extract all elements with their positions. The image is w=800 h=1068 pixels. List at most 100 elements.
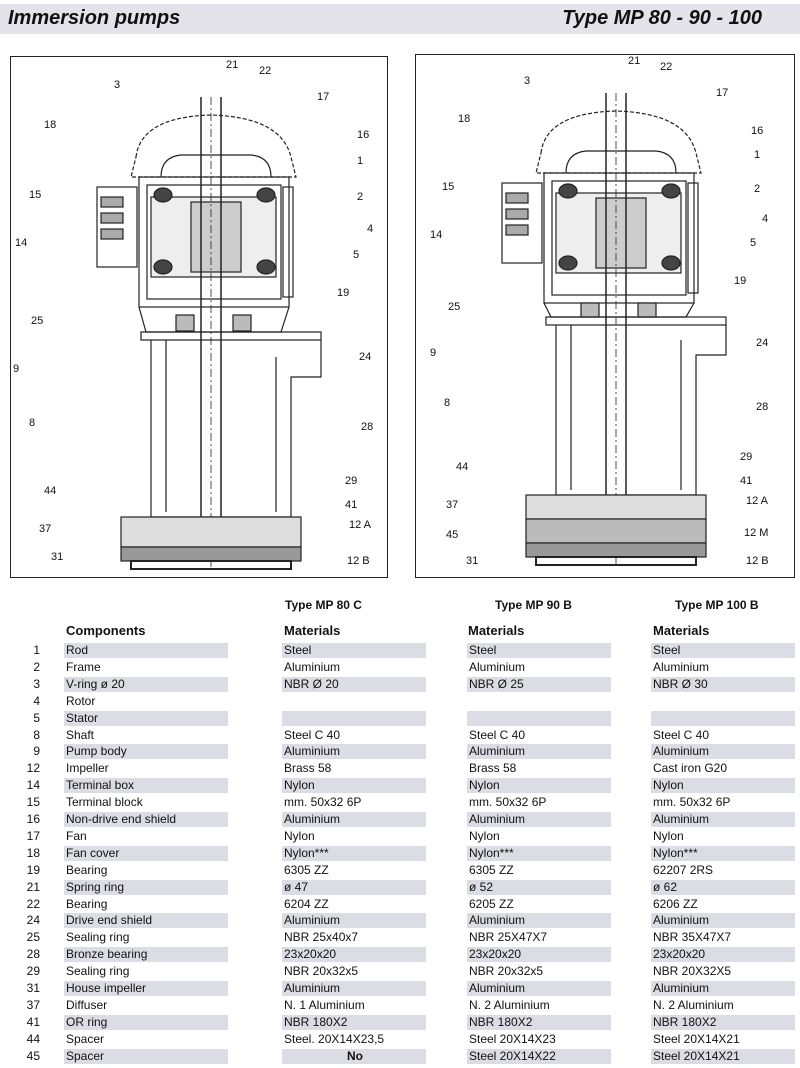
material-mp100: Steel 20X14X21	[651, 1048, 795, 1064]
callout-21: 21	[628, 55, 641, 67]
material-mp80: 6204 ZZ	[284, 896, 329, 911]
component-name: Pump body	[64, 744, 228, 760]
material-mp80: Aluminium	[282, 913, 426, 929]
callout-16: 16	[357, 129, 370, 141]
material-mp100: Steel 20X14X21	[653, 1031, 740, 1046]
callout-14: 14	[430, 229, 443, 241]
page-header: Immersion pumps Type MP 80 - 90 - 100	[0, 4, 800, 34]
drawing-mp90-100: 3 21 22 17 18 16 1 15 2 14 4 5 19 25 24 …	[415, 54, 795, 578]
component-number: 9	[33, 744, 40, 759]
callout-29: 29	[740, 451, 753, 463]
material-mp100: Aluminium	[651, 913, 795, 929]
material-mp100: 23x20x20	[651, 947, 795, 963]
component-name: Fan	[66, 828, 87, 843]
callout-12b: 12 B	[746, 555, 769, 567]
callout-22: 22	[660, 61, 673, 73]
material-mp90: Aluminium	[467, 913, 611, 929]
material-mp100: Cast iron G20	[653, 761, 728, 776]
callout-22: 22	[259, 65, 272, 77]
material-mp100: Aluminium	[651, 812, 795, 827]
material-mp80: Nylon	[284, 828, 315, 843]
callout-4: 4	[762, 213, 769, 225]
component-name: Rotor	[66, 693, 96, 708]
callout-9: 9	[430, 347, 437, 359]
component-number: 21	[26, 879, 40, 894]
material-mp100	[651, 710, 795, 726]
material-mp100: Nylon	[653, 828, 684, 843]
component-number: 37	[26, 997, 40, 1012]
callout-37: 37	[446, 499, 459, 511]
callout-45: 45	[446, 529, 459, 541]
material-mp90: Steel 20X14X22	[467, 1048, 611, 1064]
component-name: Impeller	[66, 761, 109, 776]
material-mp100: Aluminium	[651, 981, 795, 996]
callout-3: 3	[114, 79, 121, 91]
component-name: Rod	[64, 643, 228, 658]
callout-29: 29	[345, 475, 358, 487]
material-mp90: Aluminium	[469, 659, 526, 674]
component-name: Frame	[66, 659, 101, 674]
material-mp90: Steel 20X14X23	[469, 1031, 556, 1046]
material-mp90: ø 52	[467, 879, 611, 895]
callout-8: 8	[444, 397, 451, 409]
callout-1: 1	[754, 149, 761, 161]
material-mp90: N. 2 Aluminium	[469, 997, 550, 1012]
callout-9: 9	[13, 363, 20, 375]
material-mp90: NBR Ø 25	[467, 676, 611, 692]
component-name: Terminal block	[66, 795, 143, 810]
callout-24: 24	[756, 337, 769, 349]
component-name: Sealing ring	[66, 964, 130, 979]
component-name: Fan cover	[64, 845, 228, 861]
component-number: 5	[33, 710, 40, 725]
component-number: 18	[26, 845, 40, 860]
material-mp80: mm. 50x32 6P	[284, 795, 362, 810]
component-name: Spring ring	[64, 879, 228, 895]
material-mp80: NBR 25x40x7	[284, 930, 359, 945]
component-number: 45	[26, 1048, 40, 1063]
material-mp90: 6305 ZZ	[469, 862, 514, 877]
callout-28: 28	[756, 401, 769, 413]
component-number: 41	[26, 1014, 40, 1029]
callout-15: 15	[29, 189, 42, 201]
material-mp90: NBR 25X47X7	[469, 930, 548, 945]
type-label: Type MP 80 - 90 - 100	[562, 7, 762, 29]
callout-2: 2	[357, 191, 364, 203]
materials-header-mp80: Materials	[284, 623, 341, 638]
component-name: Drive end shield	[64, 913, 228, 929]
material-mp90: NBR 180X2	[467, 1014, 611, 1030]
material-mp80	[282, 694, 426, 709]
material-mp100: Nylon***	[651, 845, 795, 861]
callout-15: 15	[442, 181, 455, 193]
callout-19: 19	[337, 287, 350, 299]
component-name: Spacer	[66, 1031, 105, 1046]
component-number: 12	[26, 761, 40, 776]
material-mp80: Steel C 40	[284, 727, 341, 742]
material-mp90: NBR 20x32x5	[469, 964, 544, 979]
material-mp90: Aluminium	[467, 744, 611, 760]
callout-2: 2	[754, 183, 761, 195]
callout-37: 37	[39, 523, 52, 535]
component-number: 2	[33, 659, 40, 674]
callout-12b: 12 B	[347, 555, 370, 567]
callout-12a: 12 A	[349, 519, 372, 531]
type-header-mp80: Type MP 80 C	[285, 598, 362, 612]
material-mp90: 6205 ZZ	[469, 896, 514, 911]
material-mp90: Aluminium	[467, 981, 611, 996]
material-mp90	[467, 694, 611, 709]
material-mp80: Nylon	[282, 778, 426, 794]
material-mp80: Aluminium	[284, 659, 341, 674]
callout-44: 44	[456, 461, 469, 473]
material-mp100: Aluminium	[651, 744, 795, 760]
